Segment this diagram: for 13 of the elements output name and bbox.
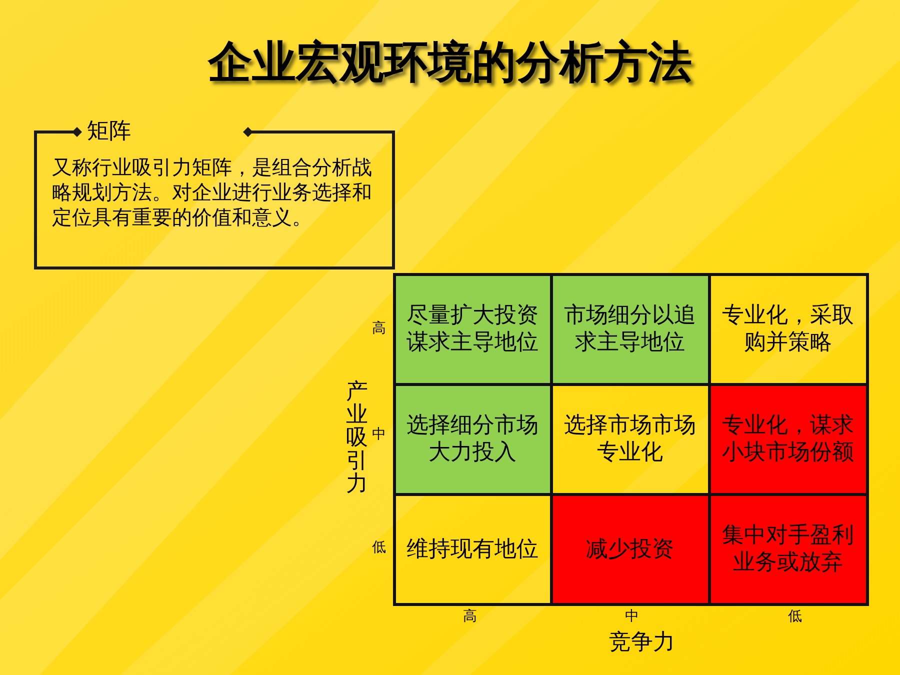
slide-title: 企业宏观环境的分析方法 <box>208 37 692 88</box>
box-text: 又称行业吸引力矩阵，是组合分析战略规划方法。对企业进行业务选择和定位具有重要的价值和意义。 <box>52 155 373 230</box>
axis-title: 竞争力 <box>609 630 675 656</box>
text-box <box>34 118 395 270</box>
axis-tick: 低 <box>788 608 802 626</box>
matrix-cell: 尽量扩大投资谋求主导地位 <box>392 272 552 386</box>
axis-tick: 高 <box>463 608 477 626</box>
axis-tick: 高 <box>372 320 386 338</box>
axis-tick: 中 <box>372 426 386 444</box>
axis-tick: 低 <box>372 540 386 556</box>
box-heading: 矩阵 <box>87 118 131 146</box>
axis-title: 产业吸引力 <box>346 380 368 496</box>
axis-tick: 中 <box>625 608 639 626</box>
